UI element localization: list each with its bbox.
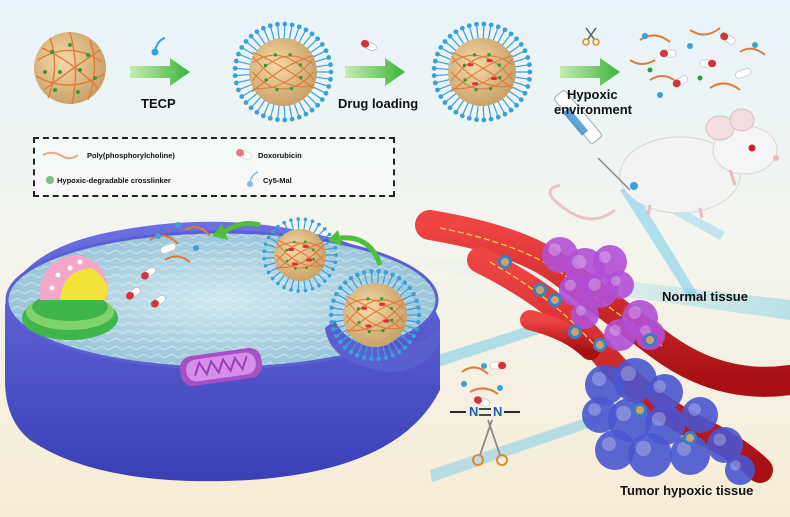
intracellular-release-icon — [125, 222, 211, 308]
cell-nanogel-surface-icon — [328, 268, 422, 362]
step-hypoxic-label-line1: Hypoxic — [567, 87, 618, 102]
arrow-step2-icon — [345, 58, 405, 86]
released-fragments-icon — [629, 27, 766, 98]
legend-crosslinker-label: Hypoxic-degradable crosslinker — [57, 176, 171, 185]
normal-tissue-icon — [542, 237, 665, 351]
legend-doxorubicin-icon — [235, 148, 252, 161]
azo-left-n: N — [469, 404, 479, 419]
mitochondrion-icon — [179, 347, 263, 387]
mouse-icon — [548, 108, 779, 221]
arrow-step3-icon — [560, 58, 620, 86]
normal-tissue-label: Normal tissue — [662, 289, 748, 304]
vessel-nanogels-icon — [498, 255, 697, 445]
cell-nanogel-inner-icon — [262, 217, 338, 293]
step-hypoxic-label-line2: environment — [554, 102, 633, 117]
doxorubicin-capsule-icon — [360, 39, 377, 52]
legend-doxorubicin-label: Doxorubicin — [258, 151, 302, 160]
step-tecp-label: TECP — [141, 96, 176, 111]
azo-bond-icon — [450, 408, 520, 416]
nucleus-icon — [39, 255, 109, 300]
cy5-nanogel-icon — [232, 21, 334, 123]
azo-right-n: N — [493, 404, 503, 419]
endocytosis-pocket-icon — [325, 320, 440, 372]
arrow-step1-icon — [130, 58, 190, 86]
legend-crosslinker-icon — [46, 176, 54, 184]
cy5-mal-icon — [151, 37, 166, 56]
scissors-icon — [582, 27, 600, 46]
bare-nanogel-icon — [34, 31, 106, 105]
legend-cy5-label: Cy5-Mal — [263, 176, 292, 185]
legend-polymer-icon — [42, 151, 79, 160]
legend-polymer-label: Poly(phosphorylcholine) — [87, 151, 175, 160]
cell-uptake-arrows-icon — [212, 221, 383, 266]
tumor-tissue-label: Tumor hypoxic tissue — [620, 483, 754, 498]
drug-loaded-nanogel-icon — [431, 21, 533, 123]
legend-box: Poly(phosphorylcholine) Doxorubicin Hypo… — [33, 137, 395, 197]
step-drug-loading-label: Drug loading — [338, 96, 419, 111]
syringe-icon — [554, 90, 631, 191]
scissors-bottom-icon — [472, 419, 508, 466]
legend-cy5-icon — [247, 171, 259, 187]
azo-fragments-icon — [461, 361, 507, 407]
